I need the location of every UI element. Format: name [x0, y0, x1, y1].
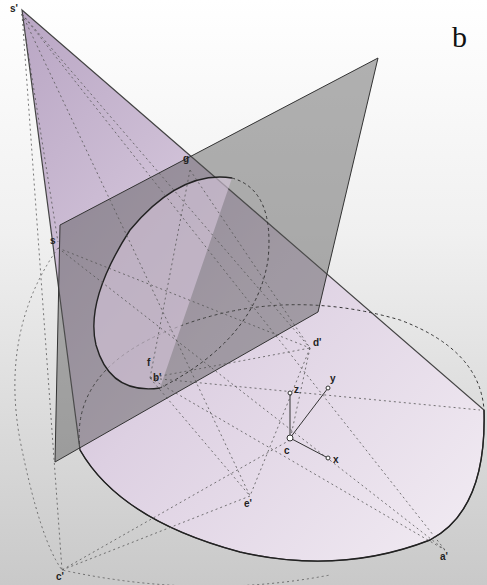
construction-lines: [15, 14, 480, 585]
point-label: e': [244, 499, 252, 509]
base-ellipse-front: [80, 410, 484, 561]
point-label: y: [330, 374, 336, 384]
point-label: c': [56, 572, 64, 582]
axis-triad: [287, 386, 330, 460]
section-ellipse-back: [160, 178, 269, 388]
point-label: z: [294, 385, 299, 395]
point-label: b': [153, 373, 162, 383]
panel-letter: b: [452, 22, 467, 52]
cutting-plane: [55, 58, 378, 462]
point-label: a': [440, 552, 448, 562]
point-label: s': [10, 4, 18, 14]
cone-surface: [22, 10, 484, 561]
point-label: s: [50, 236, 56, 246]
point-label: g: [183, 154, 189, 164]
point-label: d': [313, 338, 322, 348]
point-label: c: [284, 446, 290, 456]
point-label: f: [147, 358, 150, 368]
point-label: x: [333, 455, 339, 465]
